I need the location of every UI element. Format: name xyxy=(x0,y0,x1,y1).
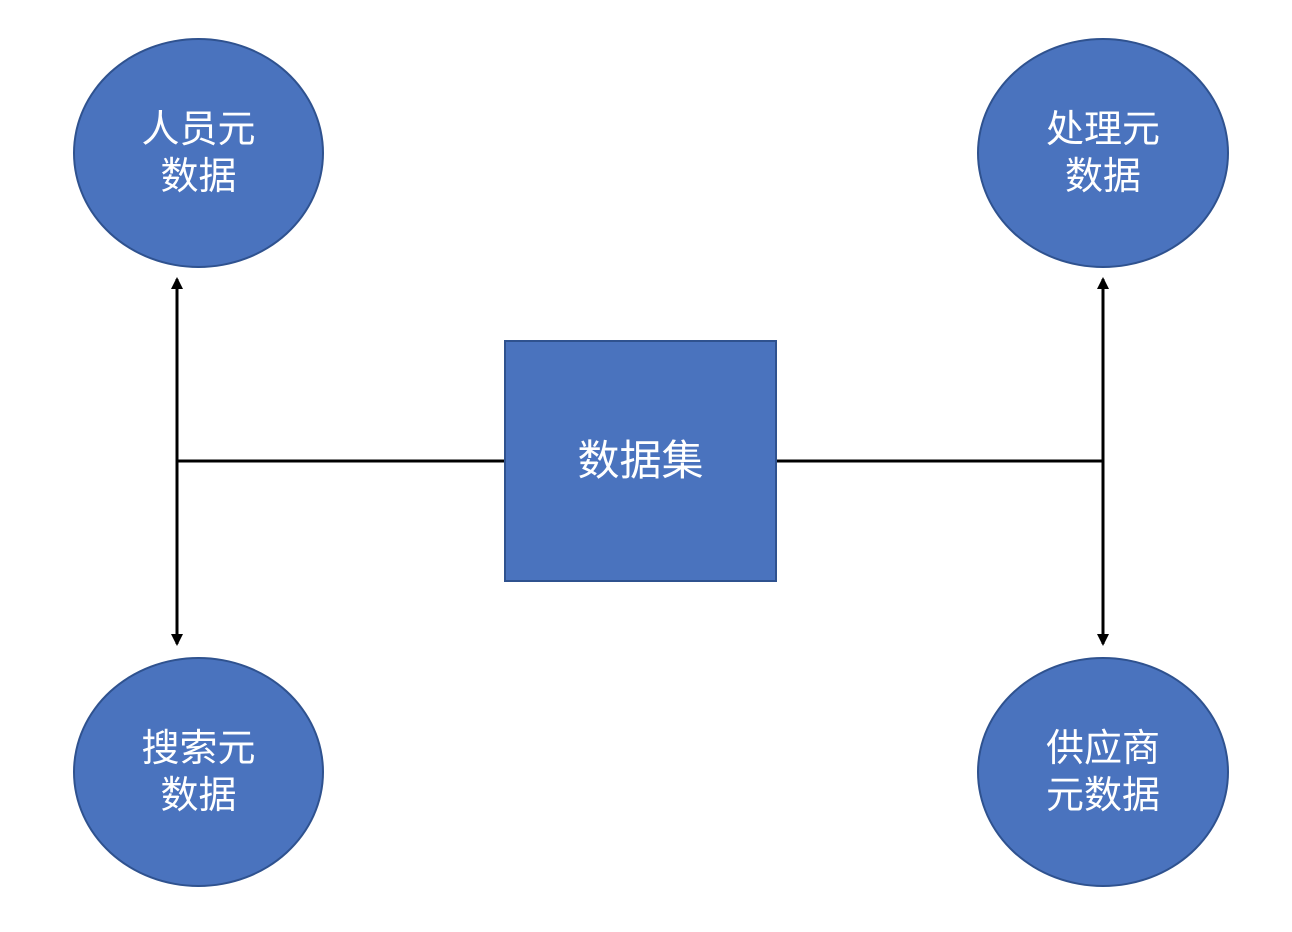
node-personnel-metadata: 人员元 数据 xyxy=(73,38,324,268)
node-dataset-label: 数据集 xyxy=(577,435,704,485)
node-search-metadata: 搜索元 数据 xyxy=(73,657,324,887)
node-dataset: 数据集 xyxy=(504,340,777,582)
node-processing-metadata: 处理元 数据 xyxy=(977,38,1229,268)
node-processing-metadata-label: 处理元 数据 xyxy=(1045,106,1160,199)
node-search-metadata-label: 搜索元 数据 xyxy=(141,725,256,818)
node-supplier-metadata-label: 供应商 元数据 xyxy=(1045,725,1160,818)
node-supplier-metadata: 供应商 元数据 xyxy=(977,657,1229,887)
node-personnel-metadata-label: 人员元 数据 xyxy=(141,106,256,199)
